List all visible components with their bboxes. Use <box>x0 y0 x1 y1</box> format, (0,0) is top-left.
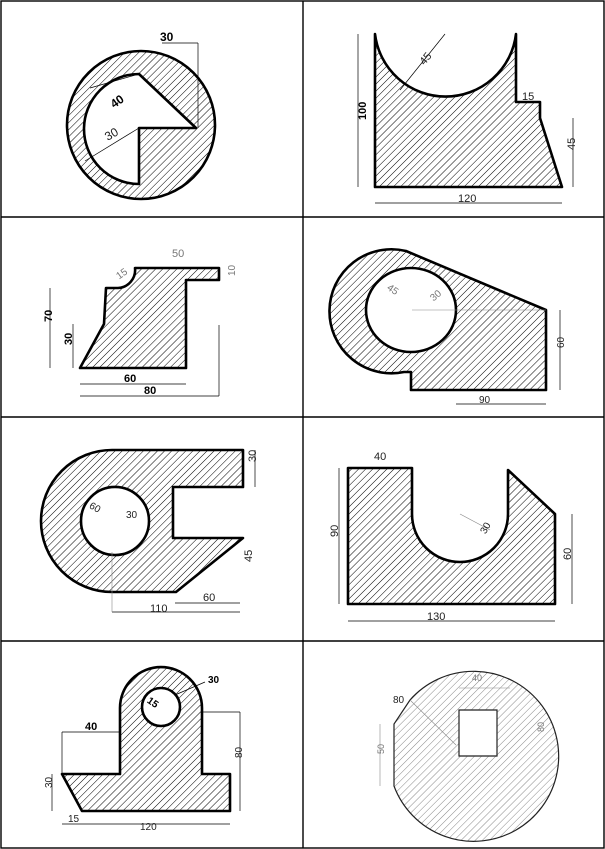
dim-step: 15 <box>522 91 534 103</box>
dim-step: 40 <box>85 721 97 733</box>
dim-hole: 15 <box>145 695 161 711</box>
dim-width: 120 <box>458 193 476 205</box>
dim-top: 50 <box>172 248 184 260</box>
dim-left: 50 <box>376 744 386 754</box>
panel-5: 60 30 30 45 60 110 <box>39 448 259 615</box>
dim-radius: 30 <box>479 520 494 536</box>
dim-left: 30 <box>44 776 55 788</box>
dim-lower: 30 <box>63 333 75 345</box>
dim-inner: 30 <box>126 510 138 521</box>
dim-width: 120 <box>140 822 157 833</box>
dim-top: 30 <box>160 30 174 44</box>
dim-height: 70 <box>43 310 55 322</box>
mount-shape <box>60 665 232 813</box>
dim-slot: 30 <box>247 450 259 462</box>
fork-shape <box>39 448 245 594</box>
dim-inner-width: 60 <box>203 592 215 604</box>
dim-top: 40 <box>374 451 386 463</box>
dim-inner-width: 60 <box>124 373 136 385</box>
dim-outer-width: 80 <box>144 385 156 397</box>
dim-right: 60 <box>562 548 574 560</box>
dim-width: 90 <box>479 395 491 406</box>
disc-shape <box>393 670 560 842</box>
panel-8: 40 80 50 80 <box>376 670 560 842</box>
dim-slope: 45 <box>243 550 255 562</box>
dim-height: 100 <box>357 102 369 120</box>
dim-width: 110 <box>150 603 168 615</box>
lever-shape <box>328 247 548 392</box>
panel-2: 45 100 15 45 120 <box>357 32 578 205</box>
dim-width: 130 <box>427 611 445 623</box>
panel-7: 30 15 40 80 30 15 120 <box>44 665 245 833</box>
dim-slope: 45 <box>566 138 578 150</box>
dim-radius-inner: 30 <box>102 125 121 144</box>
panel-4: 45 30 60 90 <box>328 247 567 406</box>
dim-height: 90 <box>329 525 341 537</box>
dim-outer: 60 <box>87 501 103 516</box>
panel-3: 50 15 10 70 30 60 80 <box>43 248 238 397</box>
dim-radius-outer: 40 <box>108 92 127 111</box>
ring-shape <box>65 49 217 201</box>
dim-right: 10 <box>227 264 238 276</box>
dim-arc: 15 <box>114 266 130 282</box>
panel-6: 40 90 30 60 130 <box>329 451 574 623</box>
dim-height: 60 <box>556 336 567 348</box>
dim-outer: 45 <box>385 282 401 298</box>
dim-inner: 30 <box>428 288 444 304</box>
dim-chamfer: 15 <box>68 814 80 825</box>
dim-outer: 30 <box>208 675 220 686</box>
cradle-shape <box>346 466 557 606</box>
dim-right: 80 <box>536 722 546 732</box>
dim-radius: 80 <box>393 695 405 706</box>
bracket-shape <box>78 266 221 370</box>
panel-1: 30 40 30 <box>65 30 217 201</box>
block-shape <box>373 32 564 189</box>
dim-height: 80 <box>234 746 245 758</box>
dim-top: 40 <box>472 673 482 683</box>
